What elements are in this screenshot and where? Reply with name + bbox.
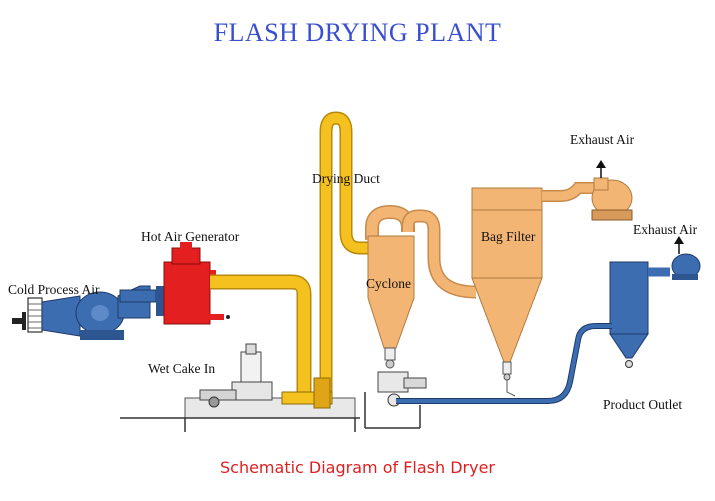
label-cold-process-air: Cold Process Air (8, 282, 100, 297)
figure-caption: Schematic Diagram of Flash Dryer (219, 458, 496, 477)
cyclone-to-filter-duct (401, 209, 477, 299)
wet-cake-feeder (199, 343, 333, 409)
cold-air-blower (41, 285, 157, 340)
cyclone-vessel (365, 204, 427, 407)
label-drying-duct: Drying Duct (312, 171, 380, 186)
label-cyclone: Cyclone (366, 276, 411, 291)
label-exhaust-air-1: Exhaust Air (570, 132, 635, 147)
product-conveying-line (396, 323, 612, 404)
label-bag-filter: Bag Filter (481, 229, 536, 244)
label-hot-air-generator: Hot Air Generator (141, 229, 240, 244)
drying-duct (319, 111, 372, 400)
cold-air-inlet (12, 297, 43, 333)
exhaust-fan-1 (591, 160, 633, 221)
hot-air-generator (156, 242, 230, 325)
bag-filter-vessel (471, 182, 596, 397)
label-product-outlet: Product Outlet (603, 397, 683, 412)
product-cyclone-vessel (609, 236, 701, 368)
hot-air-duct (210, 274, 312, 398)
label-wet-cake-in: Wet Cake In (148, 361, 216, 376)
page-title: FLASH DRYING PLANT (213, 18, 502, 47)
label-exhaust-air-2: Exhaust Air (633, 222, 698, 237)
